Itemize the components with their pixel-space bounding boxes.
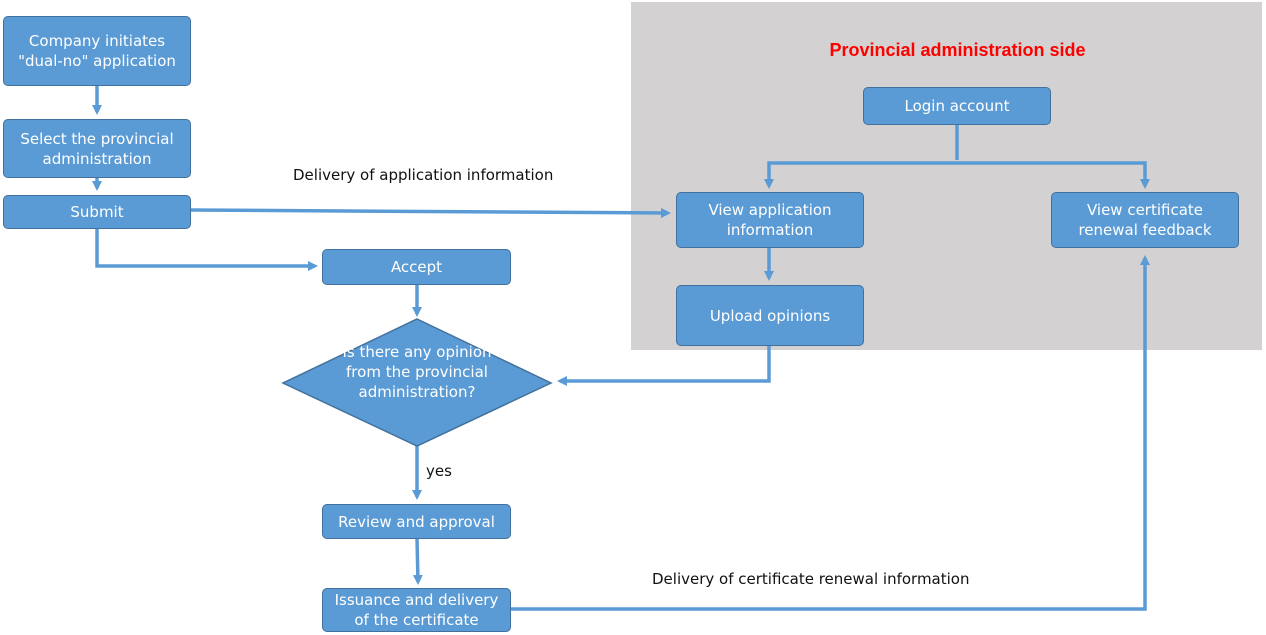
label-yes: yes bbox=[426, 462, 452, 480]
edge-upload-to-decision bbox=[557, 346, 771, 386]
edge-review-to-issuance bbox=[412, 538, 423, 585]
node-view-application: View application information bbox=[676, 192, 864, 248]
label-delivery-certificate: Delivery of certificate renewal informat… bbox=[652, 570, 970, 588]
label-delivery-application: Delivery of application information bbox=[293, 166, 554, 184]
edge-split-to-feedback bbox=[957, 161, 1150, 189]
edge-submit-to-accept bbox=[95, 229, 318, 271]
node-select-provincial: Select the provincial administration bbox=[3, 119, 191, 178]
edge-issuance-to-feedback bbox=[510, 255, 1150, 611]
node-issuance-delivery: Issuance and delivery of the certificate bbox=[322, 588, 511, 632]
node-submit: Submit bbox=[3, 195, 191, 229]
edge-split-to-view-application bbox=[764, 161, 957, 189]
provincial-panel-title: Provincial administration side bbox=[829, 40, 1086, 60]
decision-text: Is there any opinion from the provincial… bbox=[342, 343, 492, 401]
node-review-approval: Review and approval bbox=[322, 504, 511, 539]
node-view-certificate-feedback: View certificate renewal feedback bbox=[1051, 192, 1239, 248]
node-login-account: Login account bbox=[863, 87, 1051, 125]
node-upload-opinions: Upload opinions bbox=[676, 285, 864, 346]
node-accept: Accept bbox=[322, 249, 511, 285]
edge-submit-to-view-application bbox=[189, 207, 671, 218]
node-company-initiates: Company initiates "dual-no" application bbox=[3, 16, 191, 86]
decision-diamond bbox=[281, 318, 553, 447]
